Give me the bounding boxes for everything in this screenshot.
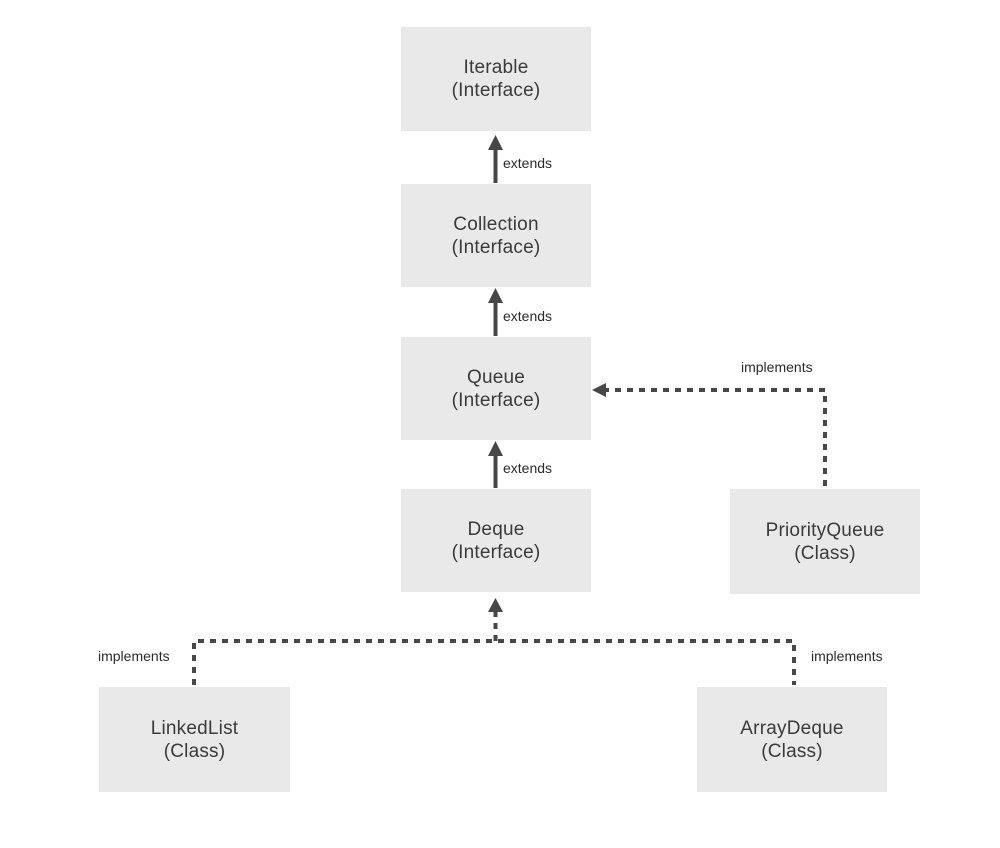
node-deque-name: Deque: [467, 518, 525, 540]
node-collection-stereotype: (Interface): [451, 236, 541, 258]
node-iterable-name: Iterable: [463, 57, 529, 78]
extends-arrowhead-up-2: [488, 288, 503, 303]
node-arraydeque-stereotype: (Class): [761, 740, 823, 762]
node-linkedlist-stereotype: (Class): [163, 740, 226, 762]
implements-connector-priorityqueue-to-queue: [604, 388, 827, 486]
implements-arrowhead-up-deque: [488, 598, 503, 612]
edge-label-extends-collection-iterable: extends: [503, 155, 553, 171]
edge-label-implements-arraydeque: implements: [811, 648, 883, 664]
node-queue-name: Queue: [466, 366, 526, 388]
edge-label-implements-priorityqueue: implements: [741, 359, 813, 375]
node-collection-name: Collection: [453, 213, 539, 235]
edge-label-implements-linkedlist: implements: [98, 648, 170, 664]
node-arraydeque: ArrayDeque (Class): [697, 687, 887, 792]
extends-arrowhead-up-3: [488, 441, 503, 456]
node-collection: Collection (Interface): [401, 184, 591, 287]
node-linkedlist: LinkedList (Class): [99, 687, 290, 792]
node-arraydeque-name: ArrayDeque: [740, 717, 844, 739]
edge-label-extends-queue-collection: extends: [503, 308, 553, 324]
implements-connector-linkedlist-rail: [192, 639, 796, 685]
node-priorityqueue: PriorityQueue (Class): [730, 489, 920, 594]
node-queue: Queue (Interface): [401, 337, 591, 440]
node-iterable: Iterable (Interface): [401, 27, 591, 131]
node-queue-stereotype: (Interface): [451, 389, 541, 411]
node-linkedlist-name: LinkedList: [150, 717, 239, 739]
node-deque-stereotype: (Interface): [451, 541, 541, 563]
extends-arrowhead-up-1: [488, 135, 503, 150]
edge-label-extends-deque-queue: extends: [503, 460, 553, 476]
node-deque: Deque (Interface): [401, 489, 591, 592]
node-iterable-stereotype: (Interface): [451, 80, 541, 101]
implements-arrowhead-left-queue: [592, 383, 606, 397]
node-priorityqueue-stereotype: (Class): [794, 542, 856, 564]
node-priorityqueue-name: PriorityQueue: [765, 519, 885, 541]
